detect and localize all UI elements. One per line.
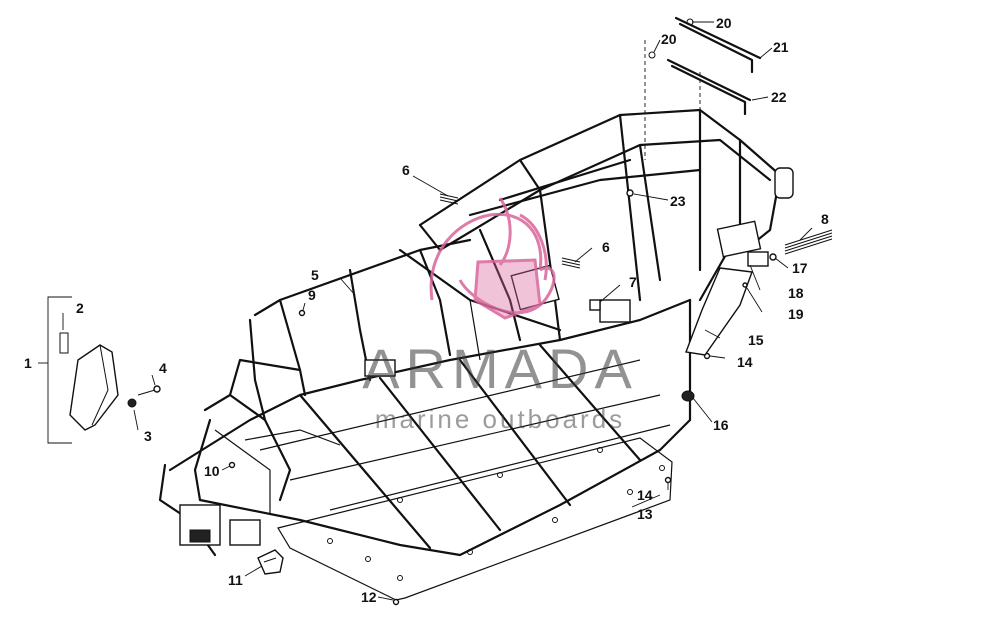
callout-labels: 1 2 3 4 5 6 6 7 8 9 10 11 12 13 14 14 15…: [24, 15, 829, 605]
callout-16: 16: [713, 417, 729, 433]
callout-9: 9: [308, 287, 316, 303]
small-parts: [228, 189, 833, 606]
callout-15: 15: [748, 332, 764, 348]
callout-17: 17: [792, 260, 808, 276]
callout-11: 11: [228, 572, 243, 588]
callout-10: 10: [204, 463, 220, 479]
armada-logo: [429, 197, 556, 320]
callout-2: 2: [76, 300, 84, 316]
callout-18: 18: [788, 285, 804, 301]
callout-4: 4: [159, 360, 167, 376]
callout-1: 1: [24, 355, 32, 371]
callout-5: 5: [311, 267, 319, 283]
callout-3: 3: [144, 428, 152, 444]
skid-plate: [277, 437, 673, 601]
callout-12: 12: [361, 589, 377, 605]
panel-assembly: [38, 296, 161, 444]
callout-14b: 14: [637, 487, 653, 503]
watermark-brand: ARMADA: [362, 337, 638, 400]
callout-23: 23: [670, 193, 686, 209]
roof-brackets: [644, 16, 762, 160]
callout-20a: 20: [716, 15, 732, 31]
main-frame: [158, 108, 794, 557]
armada-watermark: ARMADA marine outboards: [362, 197, 638, 434]
callout-21: 21: [773, 39, 789, 55]
callout-6a: 6: [402, 162, 410, 178]
callout-13: 13: [637, 506, 653, 522]
leader-lines: [62, 21, 813, 601]
callout-7: 7: [629, 274, 637, 290]
callout-8: 8: [821, 211, 829, 227]
callout-22: 22: [771, 89, 787, 105]
callout-14a: 14: [737, 354, 753, 370]
callout-6b: 6: [602, 239, 610, 255]
callout-20b: 20: [661, 31, 677, 47]
callout-19: 19: [788, 306, 804, 322]
watermark-tagline: marine outboards: [375, 404, 625, 434]
